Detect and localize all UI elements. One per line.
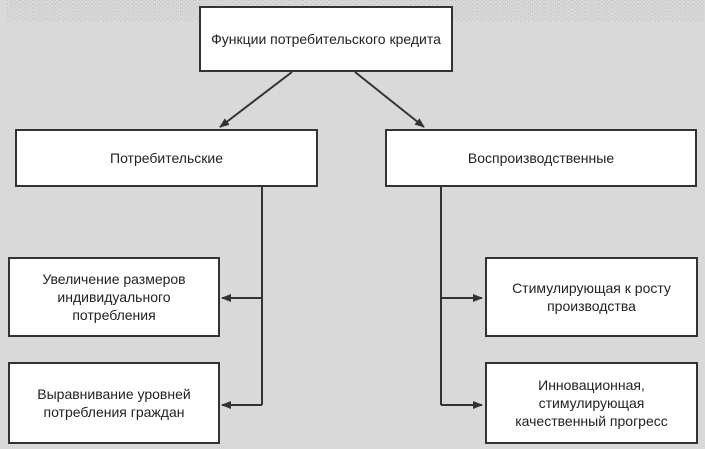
branch-label-consumer: Потребительские (110, 150, 223, 166)
root-label: Функции потребительского кредита (211, 31, 441, 47)
branch-box-reproduction: Воспроизводственные (385, 129, 697, 187)
leaf-box-innovation: Инновационная, стимулирующая качественны… (485, 362, 698, 444)
branch-label-reproduction: Воспроизводственные (467, 150, 615, 166)
branch-box-consumer: Потребительские (15, 129, 318, 187)
root-box: Функции потребительского кредита (199, 6, 453, 72)
leaf-label-stimulate-production: Стимулирующая к росту производства (512, 280, 671, 314)
leaf-label-innovation: Инновационная, стимулирующая качественны… (515, 377, 668, 429)
leaf-label-equalize-consumption: Выравнивание уровней потребления граждан (37, 386, 191, 420)
connector-root-right (354, 71, 425, 128)
leaf-box-stimulate-production: Стимулирующая к росту производства (485, 257, 698, 337)
leaf-box-equalize-consumption: Выравнивание уровней потребления граждан (8, 362, 220, 444)
leaf-label-increase-consumption: Увеличение размеров индивидуального потр… (42, 271, 186, 323)
connector-root-left (219, 71, 293, 128)
leaf-box-increase-consumption: Увеличение размеров индивидуального потр… (8, 257, 220, 337)
